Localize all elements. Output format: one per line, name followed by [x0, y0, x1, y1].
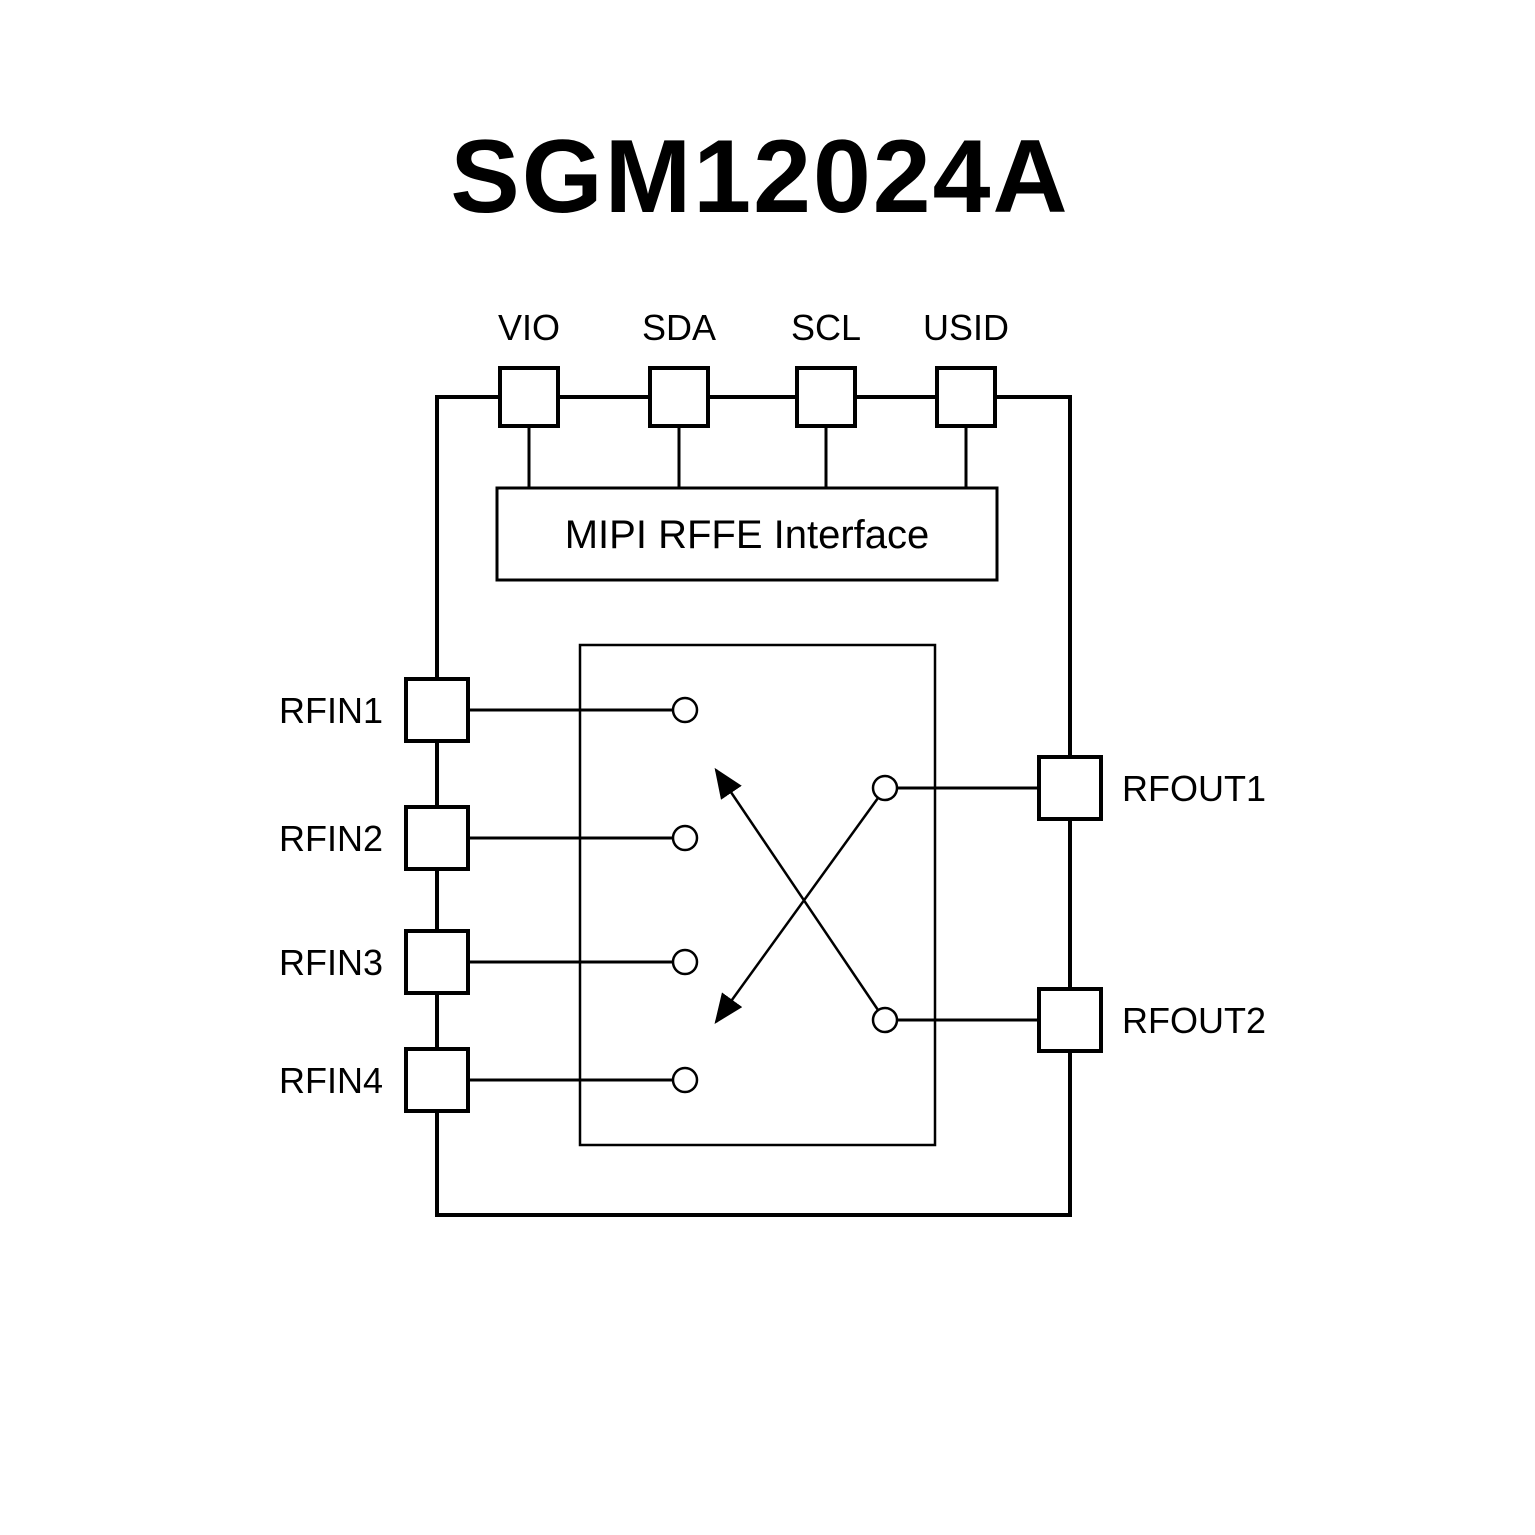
pin-scl — [795, 366, 857, 428]
pin-label-rfin4: RFIN4 — [279, 1060, 383, 1101]
switch-node-rfin2 — [671, 824, 699, 852]
pin-rfout2 — [1037, 987, 1103, 1053]
switch-node-rfout1 — [871, 774, 899, 802]
pin-vio — [498, 366, 560, 428]
switch-node-rfin3 — [671, 948, 699, 976]
switch-node-rfout2 — [871, 1006, 899, 1034]
page-title: SGM12024A — [450, 119, 1069, 235]
pin-rfin3 — [404, 929, 470, 995]
pin-label-rfout2: RFOUT2 — [1122, 1000, 1266, 1041]
pin-usid — [935, 366, 997, 428]
switch-node-rfin4 — [671, 1066, 699, 1094]
pin-label-scl: SCL — [791, 307, 861, 348]
pin-label-sda: SDA — [642, 307, 716, 348]
pin-label-usid: USID — [923, 307, 1009, 348]
pin-label-vio: VIO — [498, 307, 560, 348]
pin-label-rfin3: RFIN3 — [279, 942, 383, 983]
mipi-rffe-interface-label: MIPI RFFE Interface — [565, 513, 930, 557]
mipi-rffe-interface-block — [495, 486, 999, 582]
pin-label-rfin2: RFIN2 — [279, 818, 383, 859]
switch-arrow-rfout1-to-rfin4 — [714, 797, 880, 1025]
switch-node-rfin1 — [671, 696, 699, 724]
pin-rfin4 — [404, 1047, 470, 1113]
pin-rfin1 — [404, 677, 470, 743]
pin-label-rfin1: RFIN1 — [279, 690, 383, 731]
pin-sda — [648, 366, 710, 428]
pin-label-rfout1: RFOUT1 — [1122, 768, 1266, 809]
switch-arrow-rfout2-to-rfin1 — [714, 767, 880, 1011]
switch-matrix-box — [578, 643, 937, 1147]
pin-rfout1 — [1037, 755, 1103, 821]
pin-rfin2 — [404, 805, 470, 871]
